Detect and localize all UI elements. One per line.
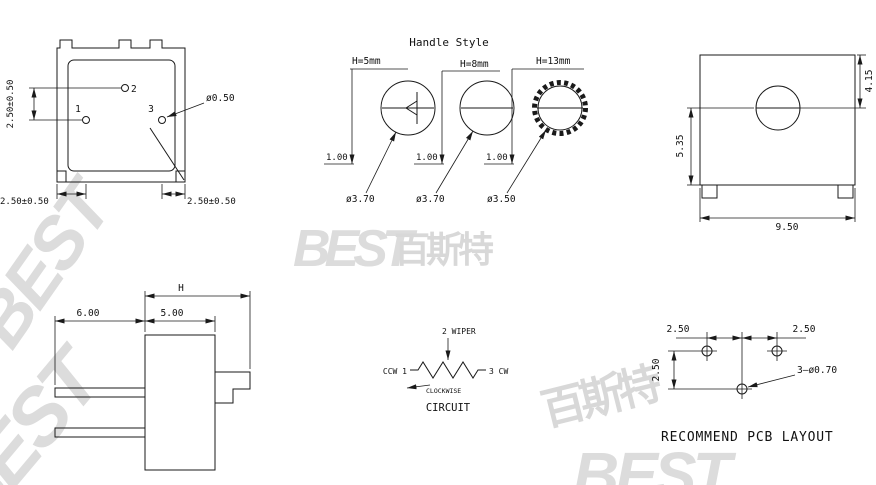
dim-bottom-right: 2.50±0.50 [187,197,236,207]
cw-terminal-label: 3 CW [489,367,508,376]
watermark-brand-cn: 百斯特 [394,230,494,271]
clockwise-arrow [406,384,431,390]
front-mount-tab [215,371,251,404]
front-view: H 6.00 5.00 [54,283,251,471]
top-view: 1 2 3 ø0.50 2.50±0.50 2.50±0.50 2.50±0.5… [0,39,236,207]
ccw-terminal-label: CCW 1 [383,367,407,376]
top-view-chamfer-line [149,127,185,181]
handle-1-slot-depth: 1.00 [326,153,348,163]
handle-2-diameter: ø3.70 [416,194,445,205]
side-dim-top: 4.15 [864,70,875,93]
handle-style: Handle Style H=5mm 1.00 ø3.70 H=8mm 1.00… [324,36,588,205]
watermark-brand: BEST [573,439,737,485]
handle-3-slot-depth: 1.00 [486,153,508,163]
front-pin-upper [54,387,146,398]
pcb-dim-vertical: 2.50 [651,358,662,381]
pin-2-label: 2 [131,84,137,95]
watermark-brand: BEST [293,220,418,278]
pin-1 [82,116,90,124]
hole-diameter-label: ø0.50 [206,93,235,104]
handle-1-label: H=5mm [352,56,381,67]
pin-3 [158,116,166,124]
clockwise-label: CLOCKWISE [426,387,461,395]
pcb-layout-title: RECOMMEND PCB LAYOUT [661,430,834,445]
pin-1-label: 1 [75,104,81,115]
watermark-brand: BEST [0,163,132,361]
front-dim-pin-length: 6.00 [77,308,100,319]
side-foot-right [837,184,854,199]
side-dim-bottom: 5.35 [675,135,686,158]
pin-2 [121,84,129,92]
handle-circle-1 [380,80,436,136]
pcb-hole-label: 3—ø0.70 [797,365,837,376]
top-view-inner-body [67,59,176,172]
pcb-dim-right: 2.50 [793,324,816,335]
pcb-dim-left: 2.50 [667,324,690,335]
handle-3-label: H=13mm [536,56,571,67]
watermark-brand-cn: 百斯特 [536,358,666,437]
dim-bottom-left: 2.50±0.50 [0,197,49,207]
handle-circle-2 [459,80,515,136]
circuit-diagram: 2 WIPER CCW 1 3 CW CLOCKWISE CIRCUIT [383,327,509,414]
top-view-outline [56,39,186,183]
handle-2-label: H=8mm [460,59,489,70]
side-dim-width: 9.50 [776,222,799,233]
handle-style-title: Handle Style [409,36,488,49]
dim-pin-pitch-vertical: 2.50±0.50 [6,80,16,129]
handle-3-diameter: ø3.50 [487,194,516,205]
front-pin-lower [54,427,146,438]
resistor-symbol [410,361,486,379]
handle-2-slot-depth: 1.00 [416,153,438,163]
front-dim-height: H [178,283,184,294]
circuit-title: CIRCUIT [426,402,471,414]
side-body [699,54,856,186]
handle-3-knurl [532,80,588,136]
wiper-label: 2 WIPER [442,327,476,336]
pcb-layout: 2.50 2.50 2.50 3—ø0.70 RECOMMEND PCB LAY… [651,324,837,445]
side-foot-left [701,184,718,199]
handle-1-diameter: ø3.70 [346,194,375,205]
side-view: 4.15 5.35 9.50 [675,54,875,233]
front-body [144,334,216,471]
front-dim-body-width: 5.00 [161,308,184,319]
pin-3-label: 3 [148,104,154,115]
